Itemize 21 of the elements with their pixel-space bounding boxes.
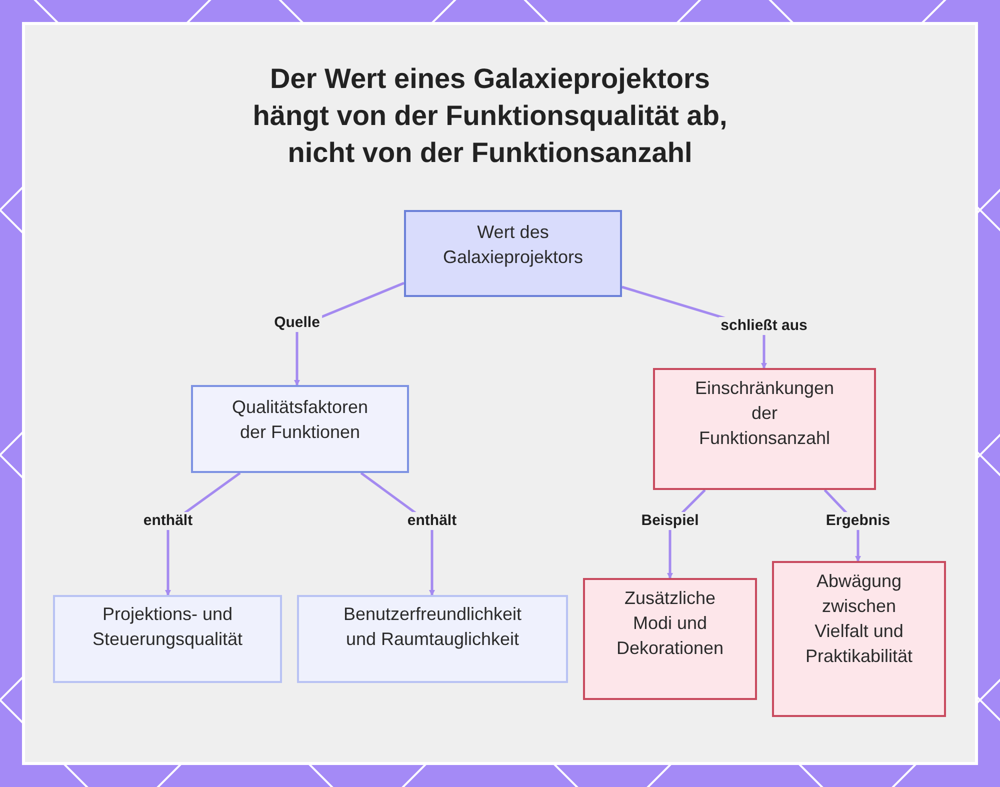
edge-label: Ergebnis [824, 512, 892, 530]
box-text: Abwägung zwischen Vielfalt und Praktikabilität [804, 570, 914, 668]
diagram-title: Der Wert eines Galaxieprojektors hängt von der Funktionsqualität ab, nicht von der Funktionsanzahl [252, 62, 728, 170]
box-text: Benutzerfreundlichkeit und Raumtauglichkeit [342, 603, 523, 651]
box-text: Projektions- und Steuerungsqualität [91, 603, 244, 651]
concept-box [297, 595, 568, 683]
edge-label: enthält [405, 512, 459, 530]
concept-box [583, 578, 757, 700]
concept-box [653, 368, 876, 490]
concept-box [404, 210, 622, 297]
box-text: Zusätzliche Modi und Dekorationen [615, 587, 725, 660]
edge-label: schließt aus [718, 317, 810, 335]
box-text: Qualitätsfaktoren der Funktionen [230, 396, 370, 444]
concept-box [53, 595, 282, 683]
box-text: Wert des Galaxieprojektors [442, 221, 584, 269]
box-text: Einschränkungen der Funktionsanzahl [694, 377, 836, 450]
edge-label: Quelle [272, 314, 322, 332]
concept-box [191, 385, 409, 473]
concept-box [772, 561, 946, 717]
edge-label: enthält [141, 512, 195, 530]
edge-label: Beispiel [639, 512, 701, 530]
